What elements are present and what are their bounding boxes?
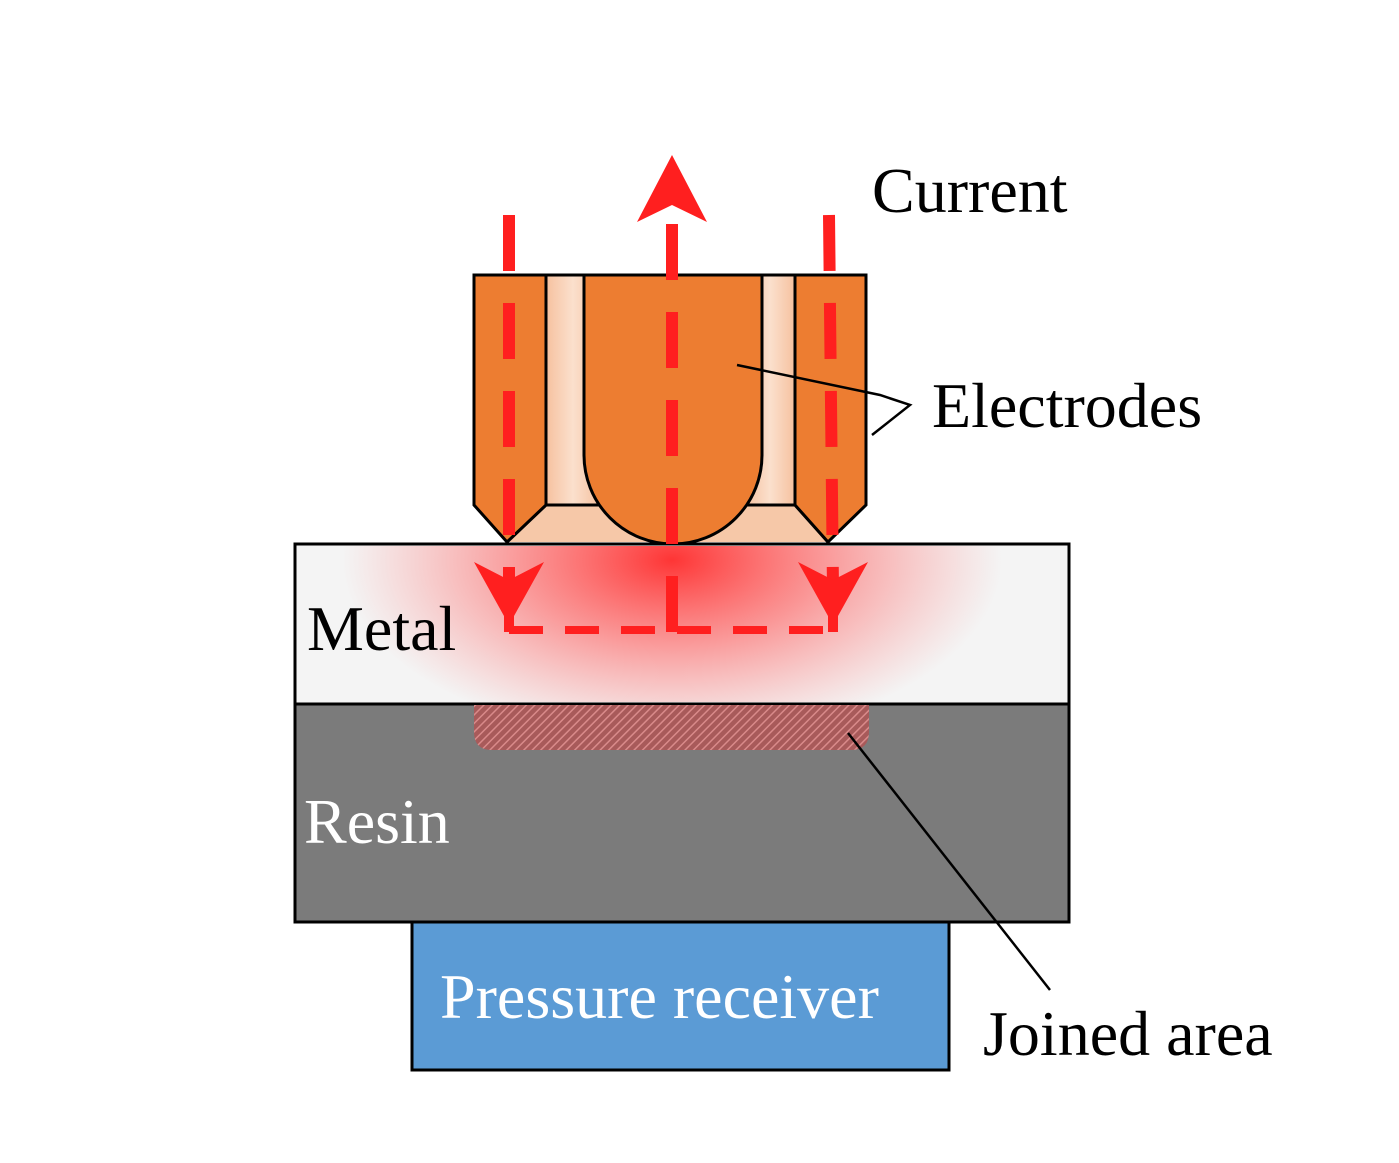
leader-lines <box>736 363 1051 991</box>
electrodes-leader <box>736 363 913 436</box>
current-arrowhead-up <box>637 155 707 222</box>
heat-glow <box>297 546 1067 702</box>
joined-area-region <box>474 705 869 750</box>
electrodes-label: Electrodes <box>932 370 1202 441</box>
current-line-right <box>823 214 839 591</box>
electrode-channel-bottom <box>507 505 828 542</box>
pressure-receiver-label: Pressure receiver <box>440 961 879 1032</box>
pressure-receiver-block <box>410 920 951 1072</box>
current-arrowhead-left-down <box>474 562 544 625</box>
metal-label: Metal <box>307 593 456 664</box>
joined-area-leader <box>847 732 1051 991</box>
current-arrowhead-right-down <box>798 562 868 625</box>
resin-label: Resin <box>304 786 450 857</box>
joined-area-label: Joined area <box>983 998 1273 1069</box>
current-label: Current <box>872 155 1068 226</box>
